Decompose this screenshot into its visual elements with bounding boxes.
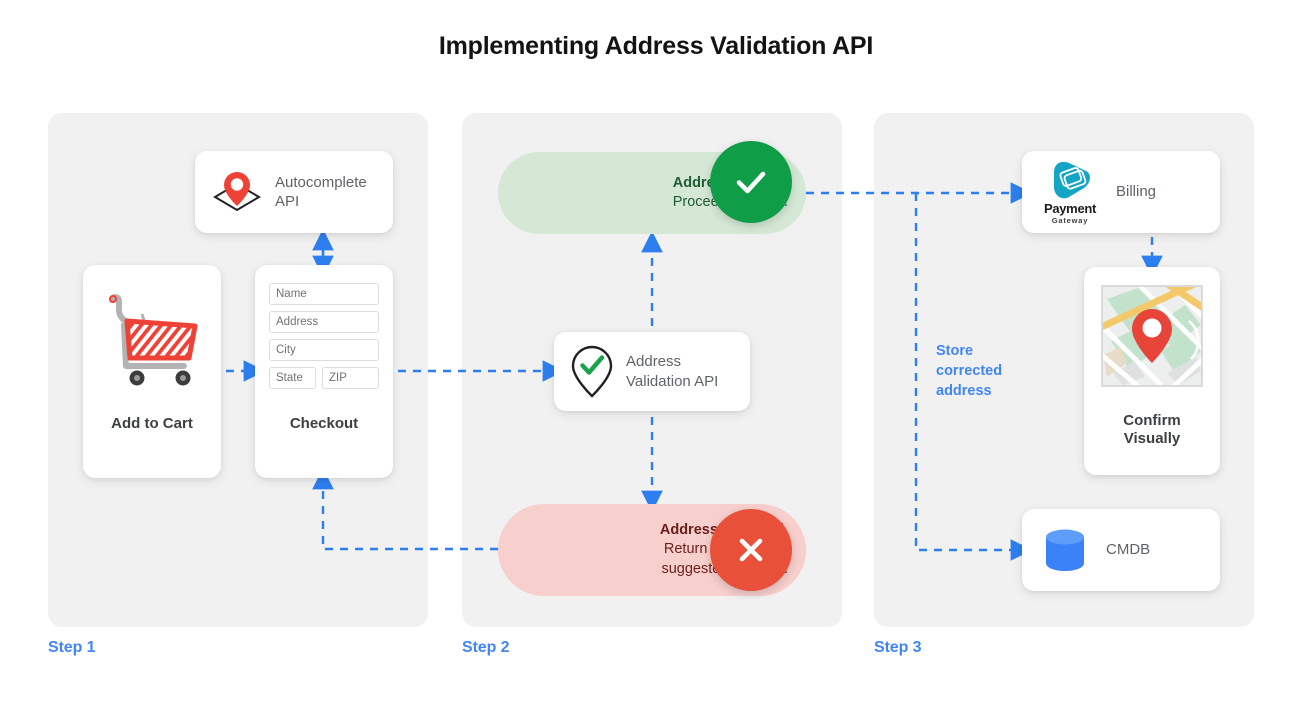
add-to-cart-card[interactable]: Add to Cart [83, 265, 221, 478]
add-to-cart-title: Add to Cart [111, 415, 193, 433]
store-note-line3: address [936, 382, 992, 399]
state-field[interactable]: State [269, 367, 316, 389]
valid-badge [710, 141, 792, 223]
close-icon [739, 538, 763, 562]
store-note-line1: Store [936, 343, 974, 359]
address-field[interactable]: Address [269, 311, 379, 333]
confirm-visually-title-line2: Visually [1123, 430, 1181, 448]
address-validation-api-label-line1: Address [626, 353, 682, 370]
autocomplete-api-label: Autocomplete API [275, 173, 367, 212]
payment-gateway-logo-icon [1054, 161, 1090, 198]
checkout-card[interactable]: Name Address City State ZIP Checkout [255, 265, 393, 478]
shopping-cart-icon [109, 294, 198, 386]
autocomplete-api-card[interactable]: Autocomplete API [195, 151, 393, 233]
step-1-label: Step 1 [48, 639, 96, 656]
cmdb-label: CMDB [1106, 541, 1151, 559]
billing-card[interactable]: Payment Gateway Billing [1022, 151, 1220, 233]
confirm-visually-title: Confirm Visually [1084, 412, 1220, 450]
payment-gateway-logo-sub: Gateway [1051, 215, 1089, 225]
database-cylinder-icon [1046, 529, 1084, 571]
check-icon [736, 171, 766, 194]
page-title: Implementing Address Validation API [438, 32, 874, 60]
zip-field[interactable]: ZIP [322, 367, 379, 389]
step-2-label: Step 2 [462, 639, 510, 656]
map-thumbnail-icon [1101, 285, 1203, 387]
confirm-visually-card[interactable]: Confirm Visually [1084, 267, 1220, 475]
name-field[interactable]: Name [269, 283, 379, 305]
state-zip-row: State ZIP [269, 367, 379, 389]
address-validation-api-label-line2: Validation API [626, 372, 719, 390]
payment-gateway-logo-name: Payment [1043, 200, 1097, 216]
address-valid-pill[interactable]: Address is valid. Proceed to billing. [498, 141, 806, 234]
confirm-visually-title-line1: Confirm [1123, 411, 1181, 429]
pin-check-icon [571, 345, 613, 398]
address-validation-api-label: Address Validation API [626, 352, 718, 391]
address-validation-api-card[interactable]: Address Validation API [554, 332, 750, 411]
payment-gateway-logo: Payment Gateway [1034, 160, 1106, 225]
autocomplete-api-label-line2: API [275, 193, 300, 210]
invalid-badge [710, 509, 792, 591]
autocomplete-api-label-line1: Autocomplete [275, 173, 367, 191]
cmdb-card[interactable]: CMDB [1022, 509, 1220, 591]
step-3-label: Step 3 [874, 639, 922, 656]
store-note-line2: corrected [936, 362, 1003, 379]
address-invalid-pill[interactable]: Address is invalid. Return with Google s… [498, 504, 806, 596]
store-corrected-address-note: Store corrected address [936, 342, 1002, 402]
billing-label: Billing [1116, 183, 1157, 201]
map-pin-diamond-icon [213, 172, 261, 212]
city-field[interactable]: City [269, 339, 379, 361]
checkout-title: Checkout [289, 415, 359, 433]
